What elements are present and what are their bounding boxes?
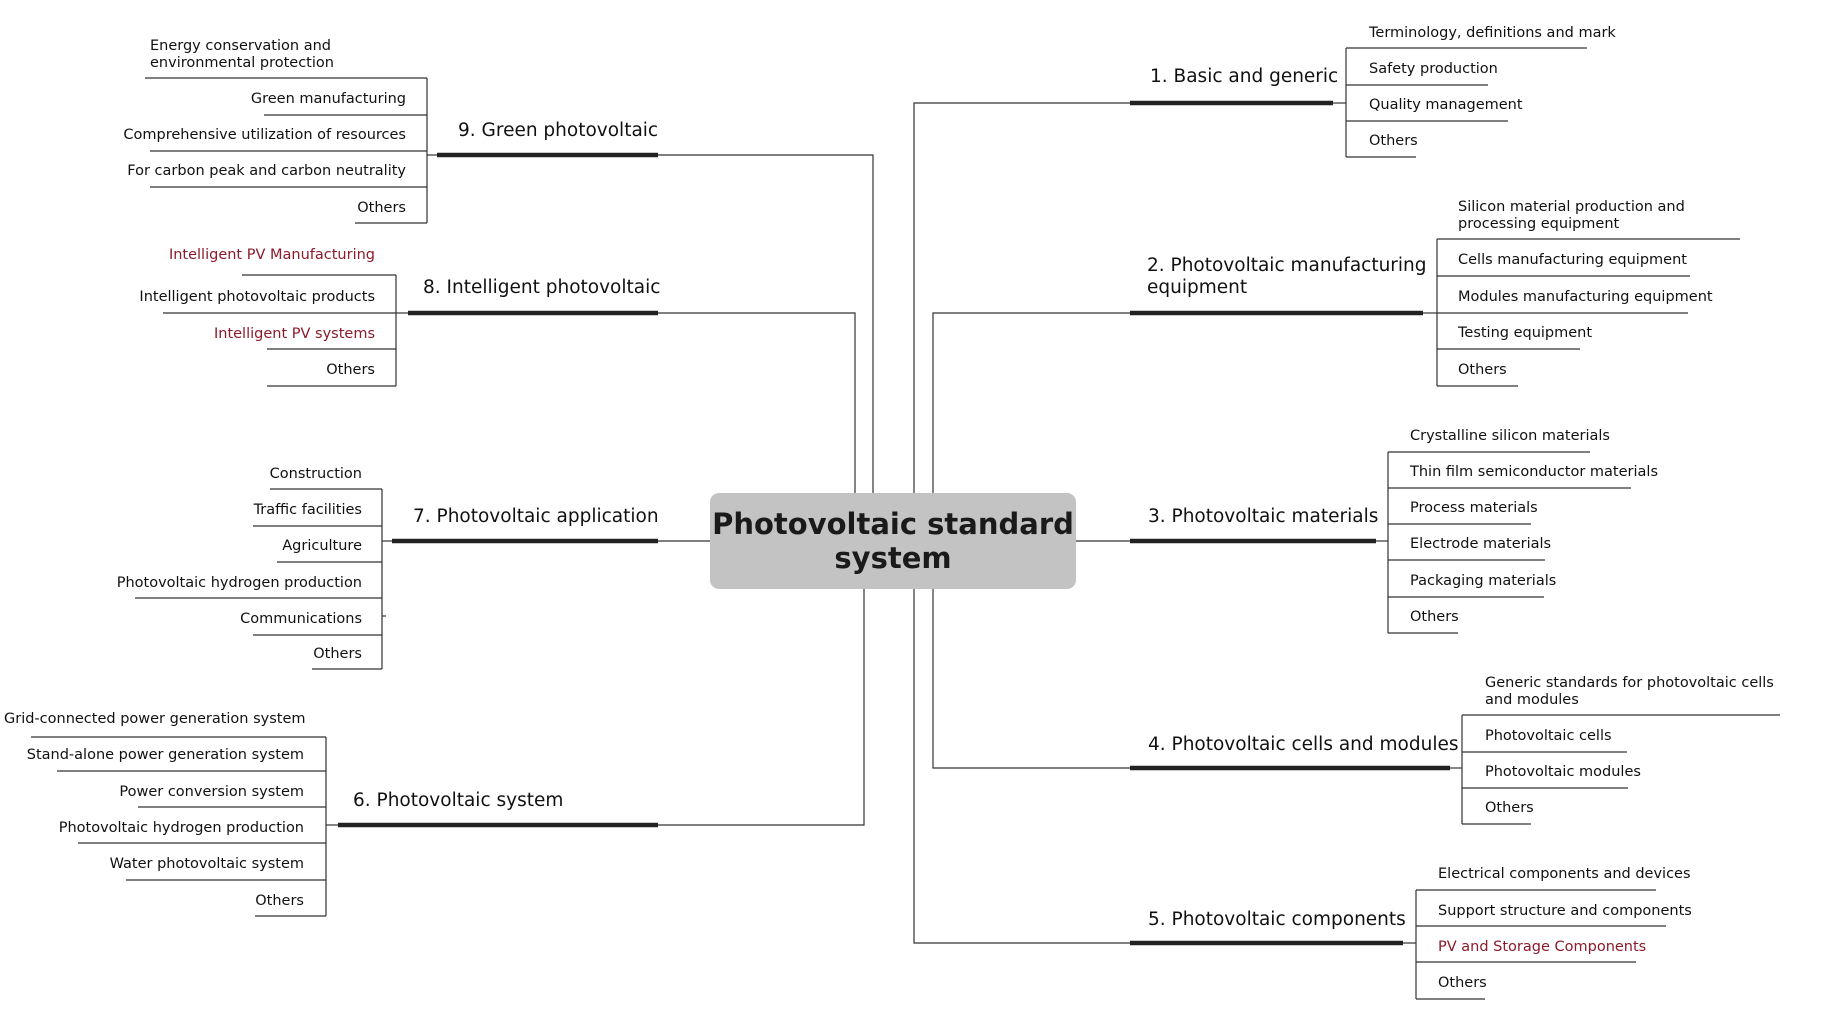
leaf-8-1: Intelligent PV Manufacturing: [168, 247, 375, 263]
leaf-7-4: Photovoltaic hydrogen production: [116, 575, 362, 591]
leaf-8-4: Others: [326, 362, 375, 378]
leaf-3-5: Packaging materials: [1410, 573, 1557, 589]
branch-5-label: 5. Photovoltaic components: [1148, 909, 1406, 930]
branch-1-label: 1. Basic and generic: [1150, 66, 1339, 87]
leaf-1-3: Quality management: [1369, 97, 1523, 113]
leaf-6-4: Photovoltaic hydrogen production: [58, 820, 304, 836]
leaf-6-5: Water photovoltaic system: [109, 856, 304, 872]
leaf-9-5: Others: [357, 200, 406, 216]
leaf-4-4: Others: [1485, 800, 1534, 816]
branch-3-label: 3. Photovoltaic materials: [1148, 506, 1379, 527]
leaf-1-1: Terminology, definitions and mark: [1369, 25, 1616, 41]
leaf-6-2: Stand-alone power generation system: [26, 747, 304, 763]
leaf-1-4: Others: [1369, 133, 1418, 149]
elbow-branch-4: [932, 589, 1130, 769]
leaf-3-6: Others: [1410, 609, 1459, 625]
elbow-branch-8: [658, 312, 856, 493]
leaf-7-2: Traffic facilities: [253, 502, 362, 518]
leaf-2-5: Others: [1458, 362, 1507, 378]
leaf-6-6: Others: [255, 893, 304, 909]
leaf-2-4: Testing equipment: [1458, 325, 1593, 341]
leaf-5-2: Support structure and components: [1438, 903, 1692, 919]
leaf-1-2: Safety production: [1369, 61, 1498, 77]
branch-8-label: 8. Intelligent photovoltaic: [423, 277, 661, 298]
leaf-3-2: Thin film semiconductor materials: [1410, 464, 1659, 480]
leaf-6-3: Power conversion system: [119, 784, 304, 800]
leaf-7-3: Agriculture: [282, 538, 362, 554]
leaf-5-3: PV and Storage Components: [1438, 939, 1647, 955]
leaf-2-1: Silicon material production and processi…: [1458, 199, 1685, 232]
leaf-9-3: Comprehensive utilization of resources: [123, 127, 406, 143]
leaf-4-2: Photovoltaic cells: [1485, 728, 1612, 744]
leaf-7-6: Others: [313, 646, 362, 662]
leaf-4-1: Generic standards for photovoltaic cells…: [1485, 675, 1774, 708]
elbow-branch-5: [913, 589, 1130, 944]
leaf-2-3: Modules manufacturing equipment: [1458, 289, 1713, 305]
leaf-2-2: Cells manufacturing equipment: [1458, 252, 1687, 268]
leaf-3-3: Process materials: [1410, 500, 1538, 516]
branch-9-label: 9. Green photovoltaic: [458, 120, 659, 141]
leaf-9-1: Energy conservation and environmental pr…: [150, 38, 334, 71]
elbow-branch-2: [932, 312, 1130, 493]
leaf-4-3: Photovoltaic modules: [1485, 764, 1641, 780]
leaf-7-1: Construction: [269, 466, 362, 482]
branch-7-label: 7. Photovoltaic application: [413, 506, 659, 527]
elbow-branch-9: [658, 154, 874, 493]
leaf-5-4: Others: [1438, 975, 1487, 991]
root-title: Photovoltaic standard system: [712, 507, 1074, 575]
leaf-9-4: For carbon peak and carbon neutrality: [127, 163, 406, 179]
branch-2-label: 2. Photovoltaic manufacturing equipment: [1147, 255, 1427, 298]
leaf-5-1: Electrical components and devices: [1438, 866, 1691, 882]
root-node: Photovoltaic standard system: [710, 493, 1076, 589]
leaf-7-5: Communications: [240, 611, 362, 627]
leaf-8-3: Intelligent PV systems: [213, 326, 375, 342]
branch-6-label: 6. Photovoltaic system: [353, 790, 564, 811]
branch-4-label: 4. Photovoltaic cells and modules: [1148, 734, 1459, 755]
elbow-branch-1: [913, 102, 1130, 493]
leaf-9-2: Green manufacturing: [250, 91, 406, 107]
leaf-3-1: Crystalline silicon materials: [1410, 428, 1610, 444]
leaf-3-4: Electrode materials: [1410, 536, 1552, 552]
leaf-6-1: Grid-connected power generation system: [4, 711, 306, 727]
elbow-branch-6: [658, 589, 865, 826]
leaf-8-2: Intelligent photovoltaic products: [139, 289, 375, 305]
